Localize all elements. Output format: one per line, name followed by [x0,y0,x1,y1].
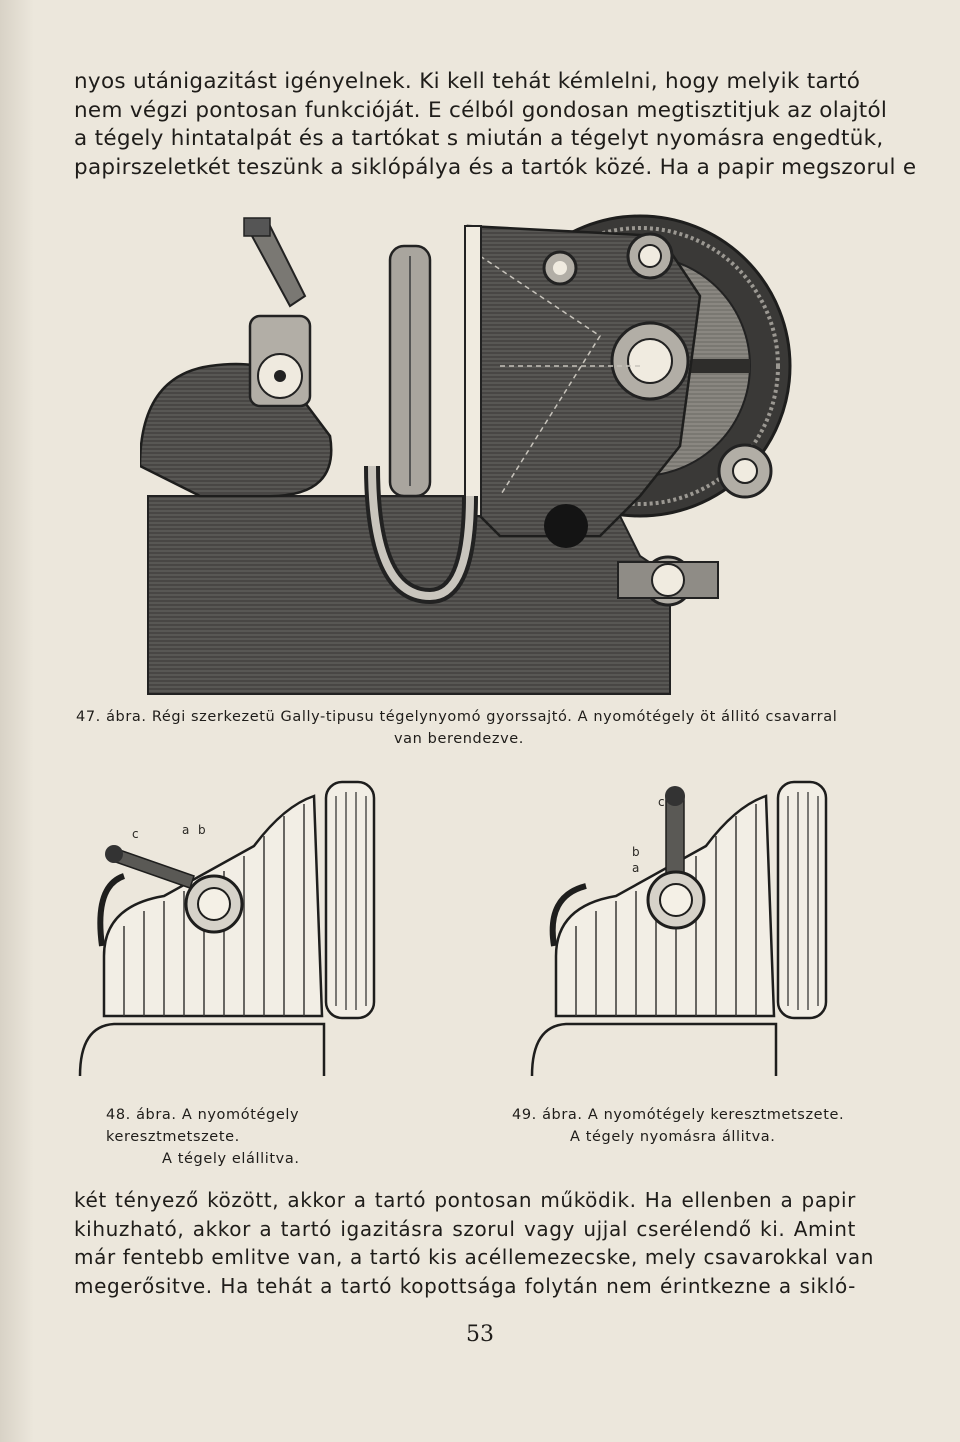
body-text-top: nyos utánigazitást igényelnek. Ki kell t… [74,68,917,182]
part-label-c: c [658,795,665,809]
text-line: kihuzható, akkor a tartó igazitásra szor… [74,1216,856,1241]
figure-48-caption: 48. ábra. A nyomótégely keresztmetszete.… [106,1104,426,1170]
part-label-a: a [182,823,189,837]
part-label-a: a [632,861,639,875]
body-text-bottom: két tényező között, akkor a tartó pontos… [74,1186,874,1300]
figure-47-caption: 47. ábra. Régi szerkezetü Gally-tipusu t… [76,706,868,750]
caption-text: A nyomótégely keresztmetszete. [106,1107,300,1145]
part-label-c: c [132,827,139,841]
figure-48-cross-section: c a b [78,780,376,1077]
text-line: nem végzi pontosan funkcióját. E célból … [74,97,888,123]
text-line: papirszeletkét teszünk a siklópálya és a… [74,154,917,180]
text-line: a tégely hintatalpát és a tartókat s miu… [74,126,884,151]
caption-text: van berendezve. [394,731,524,747]
figure-49-cross-section: c b a [530,780,828,1077]
text-line: két tényező között, akkor a tartó pontos… [74,1188,856,1212]
page-binding-shadow [0,0,34,1442]
text-line: már fentebb emlitve van, a tartó kis acé… [74,1245,874,1269]
part-label-b: b [198,823,206,837]
figure-number: 49. ábra. [512,1107,583,1123]
figure-number: 48. ábra. [106,1107,177,1123]
caption-text: A tégely nyomásra állitva. [570,1129,776,1145]
caption-text: A tégely elállitva. [162,1151,300,1167]
page-number: 53 [466,1322,494,1347]
caption-text: A nyomótégely keresztmetszete. [587,1107,845,1123]
part-label-b: b [632,845,640,859]
text-line: nyos utánigazitást igényelnek. Ki kell t… [74,69,861,94]
figure-49-caption: 49. ábra. A nyomótégely keresztmetszete.… [512,1104,862,1148]
text-line: megerősitve. Ha tehát a tartó kopottsága… [74,1273,856,1298]
caption-text: Régi szerkezetü Gally-tipusu tégelynyomó… [151,709,838,725]
figure-number: 47. ábra. [76,709,147,725]
figure-47-press-illustration [140,214,792,695]
